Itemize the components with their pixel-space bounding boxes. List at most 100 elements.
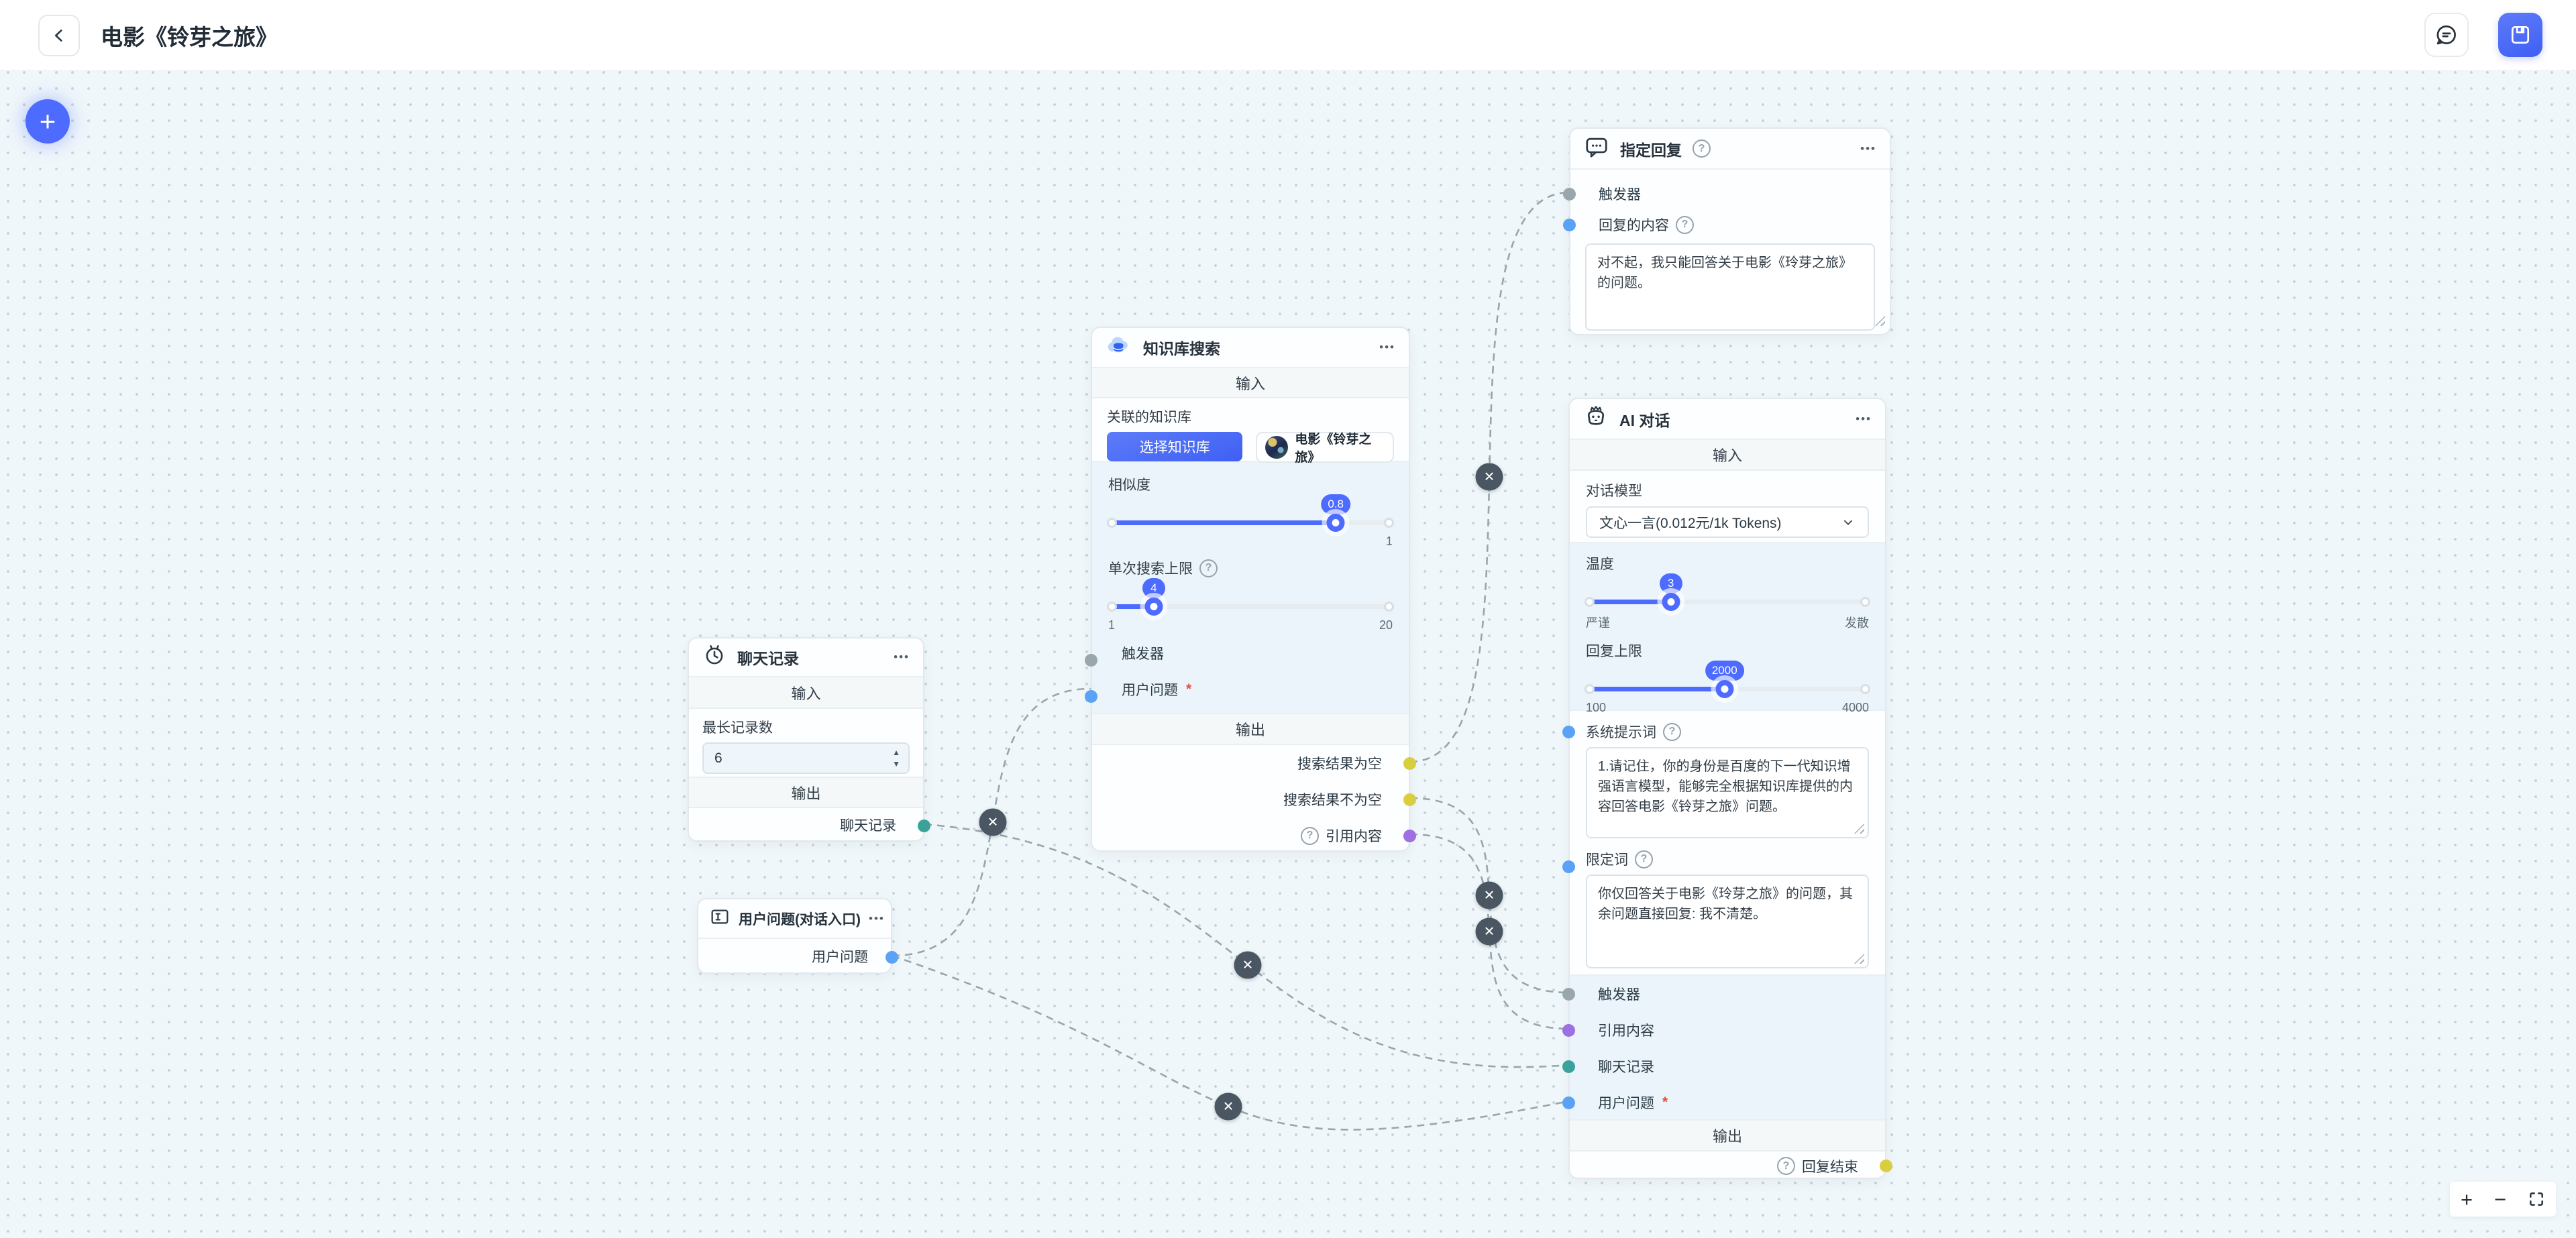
port-reference-in[interactable] [1562, 1024, 1575, 1037]
slider-thumb[interactable] [1326, 514, 1345, 532]
node-ai-chat[interactable]: AI 对话 ••• 输入 对话模型 文心一言(0.012元/1k Tokens)… [1562, 398, 1892, 1179]
back-button[interactable] [38, 15, 80, 56]
page-title: 电影《铃芽之旅》 [101, 25, 278, 50]
delete-wire-icon[interactable]: ✕ [1234, 951, 1262, 979]
select-kb-button[interactable]: 选择知识库 [1107, 432, 1243, 461]
node-title: 用户问题(对话入口) [739, 911, 861, 927]
node-chat-history[interactable]: 聊天记录 ••• 输入 最长记录数 ▲ ▼ 输出 聊天记录 [688, 637, 930, 842]
node-menu-button[interactable]: ••• [1860, 142, 1876, 155]
slider-thumb[interactable] [1715, 680, 1734, 698]
slider-min-label: 严谨 [1586, 616, 1610, 630]
reply-content-textarea[interactable]: 对不起，我只能回答关于电影《玲芽之旅》的问题。 [1585, 243, 1875, 331]
node-menu-button[interactable]: ••• [1379, 341, 1395, 353]
search-limit-slider[interactable]: 4 [1107, 578, 1394, 616]
port-result-not-empty-out[interactable] [1403, 793, 1416, 806]
port-label: 用户问题 [812, 950, 868, 965]
section-output: 输出 [689, 778, 923, 808]
port-user-question-out[interactable] [885, 951, 898, 964]
required-mark: * [1662, 1094, 1668, 1110]
port-label: 聊天记录 [840, 818, 896, 834]
section-input: 输入 [689, 677, 923, 709]
kb-field-label: 关联的知识库 [1107, 410, 1191, 425]
help-icon[interactable]: ? [1199, 559, 1218, 577]
clock-icon [702, 643, 727, 671]
slider-thumb[interactable] [1144, 598, 1163, 616]
slider-max-label: 1 [1385, 534, 1393, 548]
kb-chip-label: 电影《铃芽之旅》 [1295, 433, 1372, 465]
delete-wire-icon[interactable]: ✕ [1475, 881, 1503, 909]
help-icon[interactable]: ? [1635, 850, 1653, 868]
fit-view-button[interactable] [2528, 1190, 2545, 1208]
port-user-question-in[interactable] [1085, 690, 1097, 703]
max-records-input[interactable] [704, 744, 908, 773]
node-menu-button[interactable]: ••• [1856, 412, 1872, 425]
port-history-out[interactable] [918, 820, 930, 832]
node-title: 聊天记录 [737, 650, 799, 667]
node-menu-button[interactable]: ••• [869, 911, 885, 925]
port-reply-content-in[interactable] [1563, 219, 1576, 231]
node-title: AI 对话 [1619, 411, 1670, 429]
port-history-in[interactable] [1562, 1060, 1575, 1073]
node-specified-reply[interactable]: 指定回复 ? ••• 触发器 回复的内容 ? 对不起，我只能回答关于电影《玲芽之… [1563, 127, 1891, 335]
port-user-question-in[interactable] [1562, 1096, 1575, 1109]
model-select[interactable]: 文心一言(0.012元/1k Tokens) [1586, 506, 1869, 538]
stepper-up-icon[interactable]: ▲ [892, 748, 900, 757]
top-bar: 电影《铃芽之旅》 [0, 0, 2576, 71]
node-title: 指定回复 [1620, 141, 1682, 159]
port-qualifier-in[interactable] [1562, 860, 1575, 873]
port-result-empty-out[interactable] [1403, 757, 1416, 770]
node-kb-search[interactable]: 知识库搜索 ••• 输入 关联的知识库 选择知识库 电影《铃芽之旅》 相似度 0… [1085, 327, 1416, 854]
section-input: 输入 [1092, 368, 1409, 398]
slider-value-bubble: 4 [1142, 578, 1165, 598]
port-trigger-in[interactable] [1085, 654, 1097, 667]
similarity-slider[interactable]: 0.8 [1107, 494, 1394, 532]
help-icon[interactable]: ? [1693, 139, 1711, 158]
preview-chat-button[interactable] [2424, 13, 2469, 57]
port-row-trigger: 触发器 [1108, 635, 1393, 671]
max-records-stepper[interactable]: ▲ ▼ [702, 742, 910, 774]
wire-entry-to-kb [892, 687, 1091, 957]
delete-wire-icon[interactable]: ✕ [979, 808, 1007, 836]
delete-wire-icon[interactable]: ✕ [1475, 463, 1503, 491]
port-reference-out[interactable] [1403, 830, 1416, 842]
help-icon[interactable]: ? [1663, 722, 1681, 741]
port-row-reply-content: 回复的内容 ? [1570, 210, 1890, 239]
port-trigger-in[interactable] [1562, 988, 1575, 1001]
wire-entry-to-ai [892, 954, 1569, 1131]
help-icon[interactable]: ? [1301, 826, 1319, 845]
zoom-out-button[interactable]: − [2493, 1187, 2507, 1211]
slider-max-label: 4000 [1841, 701, 1869, 714]
similarity-label: 相似度 [1108, 477, 1150, 493]
port-system-prompt-in[interactable] [1562, 726, 1575, 738]
search-limit-label: 单次搜索上限 ? [1108, 558, 1393, 578]
required-mark: * [1186, 681, 1192, 697]
help-icon[interactable]: ? [1777, 1157, 1795, 1175]
port-row-reference: ? 引用内容 [1092, 818, 1409, 854]
save-icon [2511, 25, 2530, 44]
port-trigger-in[interactable] [1563, 188, 1576, 201]
add-node-button[interactable]: + [25, 99, 70, 144]
delete-wire-icon[interactable]: ✕ [1475, 917, 1503, 946]
delete-wire-icon[interactable]: ✕ [1214, 1092, 1242, 1121]
system-prompt-textarea[interactable]: 1.请记住，你的身份是百度的下一代知识增强语言模型，能够完全根据知识库提供的内容… [1586, 747, 1869, 838]
qualifier-label: 限定词 ? [1586, 849, 1869, 869]
node-user-question-entry[interactable]: 用户问题(对话入口) ••• 用户问题 [697, 898, 898, 974]
save-button[interactable] [2498, 13, 2542, 57]
node-menu-button[interactable]: ••• [894, 651, 910, 663]
resize-handle-icon[interactable] [1875, 316, 1885, 326]
temperature-label: 温度 [1586, 557, 1614, 572]
kb-chip[interactable]: 电影《铃芽之旅》 [1256, 432, 1394, 465]
qualifier-textarea[interactable]: 你仅回答关于电影《玲芽之旅》的问题，其余问题直接回复: 我不清楚。 [1586, 875, 1869, 968]
help-icon[interactable]: ? [1676, 215, 1694, 234]
stepper-down-icon[interactable]: ▼ [892, 759, 900, 769]
port-reply-end-out[interactable] [1880, 1160, 1892, 1172]
zoom-in-button[interactable]: + [2460, 1187, 2473, 1211]
temperature-slider[interactable]: 3 [1585, 573, 1870, 611]
reply-bubble-icon [1584, 134, 1609, 164]
reply-limit-slider[interactable]: 2000 [1585, 661, 1870, 698]
slider-thumb[interactable] [1662, 593, 1680, 611]
zoom-toolbar: + − [2450, 1182, 2556, 1217]
port-label: 触发器 [1599, 187, 1641, 203]
